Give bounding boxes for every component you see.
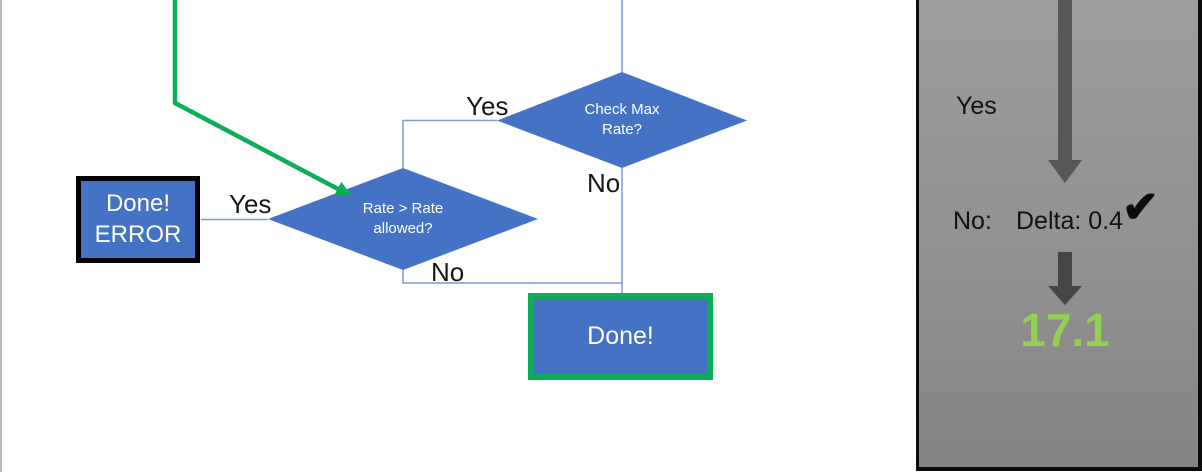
check-icon: ✔: [1122, 183, 1159, 232]
edge-label-checkmax-yes: Yes: [466, 91, 509, 121]
edge-label-rate-yes: Yes: [229, 189, 272, 219]
panel-no-label: No:: [953, 207, 992, 235]
decision-check-max-rate-shape[interactable]: [497, 72, 747, 168]
connector-checkmax-yes: [402, 119, 497, 168]
panel-delta-text: Delta: 0.4: [1016, 207, 1124, 235]
edge-label-rate-no: No: [431, 257, 465, 287]
decision-rate-allowed-label: Rate > Rate allowed?: [362, 200, 444, 238]
connector-rate-no: [402, 270, 622, 284]
down-arrow-long-icon: [1058, 0, 1072, 161]
edge-label-checkmax-no: No: [587, 168, 621, 198]
green-arrowhead-icon: [334, 181, 352, 196]
down-arrow-short-head-icon: [1048, 286, 1082, 305]
down-arrow-short-icon: [1058, 252, 1072, 287]
decision-check-max-rate-label: Check Max Rate?: [584, 101, 660, 139]
side-panel: Yes No: Delta: 0.4 ✔ 17.1: [916, 0, 1202, 471]
node-done[interactable]: Done!: [528, 293, 713, 380]
down-arrow-long-head-icon: [1048, 160, 1082, 183]
node-done-error[interactable]: Done! ERROR: [76, 176, 200, 263]
panel-yes-label: Yes: [956, 92, 997, 120]
slide-left-edge: [0, 0, 2, 472]
result-value: 17.1: [1020, 304, 1110, 356]
green-highlight-path: [172, 0, 340, 191]
flowchart-graphic: [172, 0, 747, 293]
